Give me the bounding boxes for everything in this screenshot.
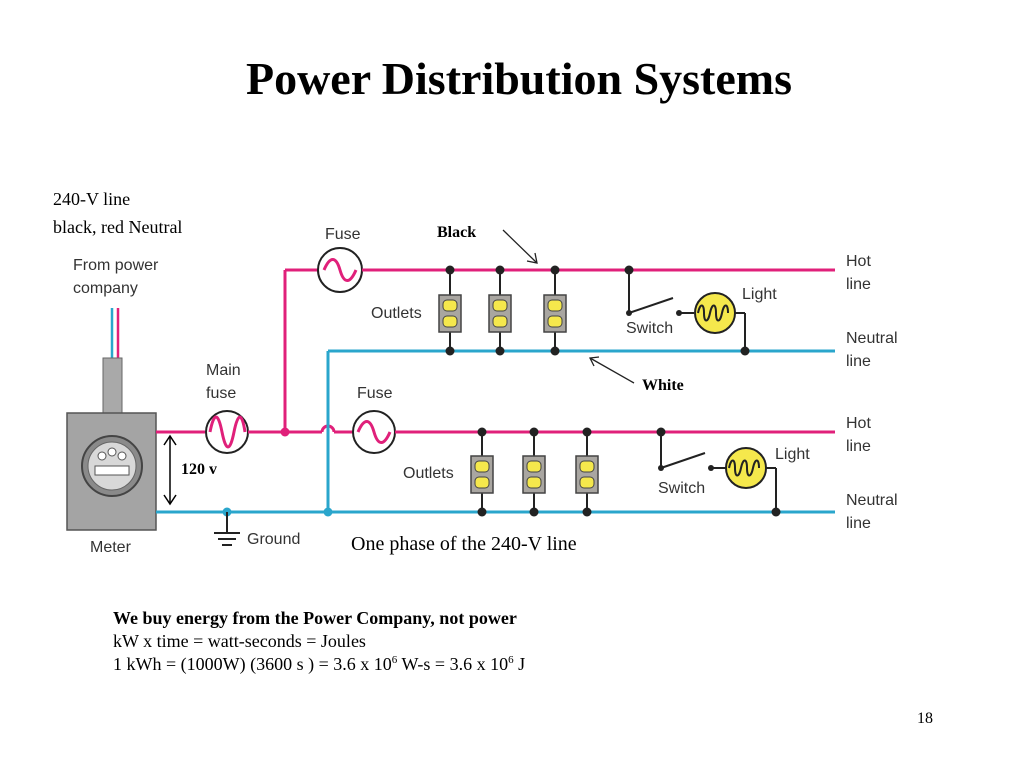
hot-label-top: Hot xyxy=(846,253,871,270)
line-240-sub-label: black, red Neutral xyxy=(53,217,183,237)
notes-line-3-b: W-s = 3.6 x 10 xyxy=(397,654,509,674)
neutral-label-bottom: Neutral xyxy=(846,492,898,509)
hot-line-label-bottom: line xyxy=(846,438,871,455)
company-label: company xyxy=(73,280,138,297)
top-outlets xyxy=(438,265,567,356)
neutral-line-label-bottom: line xyxy=(846,515,871,532)
from-power-label: From power xyxy=(73,257,159,274)
exponent-2: 6 xyxy=(508,654,514,666)
main-label: Main xyxy=(206,362,241,379)
light-label-top: Light xyxy=(742,286,777,303)
outlet-icon xyxy=(575,455,599,494)
meter-label: Meter xyxy=(90,539,131,556)
voltage-label: 120 v xyxy=(181,461,217,478)
ground-icon xyxy=(214,512,240,546)
page-title: Power Distribution Systems xyxy=(245,53,793,104)
line-240-label: 240-V line xyxy=(53,189,131,209)
meter-icon xyxy=(66,412,157,531)
main-fuse-label: fuse xyxy=(206,385,237,402)
voltage-arrow-icon xyxy=(163,434,177,506)
phase-caption: One phase of the 240-V line xyxy=(351,533,577,555)
main-fuse-icon xyxy=(205,410,249,454)
neutral-line-label-top: line xyxy=(846,353,871,370)
black-label: Black xyxy=(437,224,477,241)
notes-line-2: kW x time = watt-seconds = Joules xyxy=(113,631,366,651)
outlets-label-bottom: Outlets xyxy=(403,465,454,482)
black-pointer-arrow-icon xyxy=(502,229,538,264)
hot-line-label-top: line xyxy=(846,276,871,293)
white-pointer-arrow-icon xyxy=(589,356,635,384)
ground-label: Ground xyxy=(247,531,301,548)
outlet-icon xyxy=(543,294,567,333)
white-label: White xyxy=(642,377,684,394)
fuse-mid-label: Fuse xyxy=(357,385,393,402)
bottom-outlets xyxy=(470,427,599,517)
notes-line-3: 1 kWh = (1000W) (3600 s ) = 3.6 x 106 W-… xyxy=(113,653,525,676)
energy-notes: We buy energy from the Power Company, no… xyxy=(113,607,525,676)
switch-label-top: Switch xyxy=(626,320,674,337)
top-switch-icon xyxy=(624,265,694,316)
switch-label-bottom: Switch xyxy=(658,480,706,497)
outlet-icon xyxy=(438,294,462,333)
conduit xyxy=(102,357,123,414)
outlet-icon xyxy=(470,455,494,494)
bottom-switch-icon xyxy=(656,427,726,471)
outlet-icon xyxy=(522,455,546,494)
neutral-label-top: Neutral xyxy=(846,330,898,347)
notes-line-3-c: J xyxy=(513,654,526,674)
notes-line-1: We buy energy from the Power Company, no… xyxy=(113,608,517,628)
outlets-label-top: Outlets xyxy=(371,305,422,322)
top-light-icon xyxy=(694,292,750,356)
mid-fuse-icon xyxy=(352,410,396,454)
page-number: 18 xyxy=(917,710,933,727)
fuse-top-label: Fuse xyxy=(325,226,361,243)
outlet-icon xyxy=(488,294,512,333)
top-fuse-icon xyxy=(317,247,363,293)
light-label-bottom: Light xyxy=(775,446,810,463)
hot-label-bottom: Hot xyxy=(846,415,871,432)
bottom-light-icon xyxy=(725,447,781,517)
exponent-1: 6 xyxy=(391,654,398,666)
notes-line-3-a: 1 kWh = (1000W) (3600 s ) = 3.6 x 10 xyxy=(113,654,392,674)
